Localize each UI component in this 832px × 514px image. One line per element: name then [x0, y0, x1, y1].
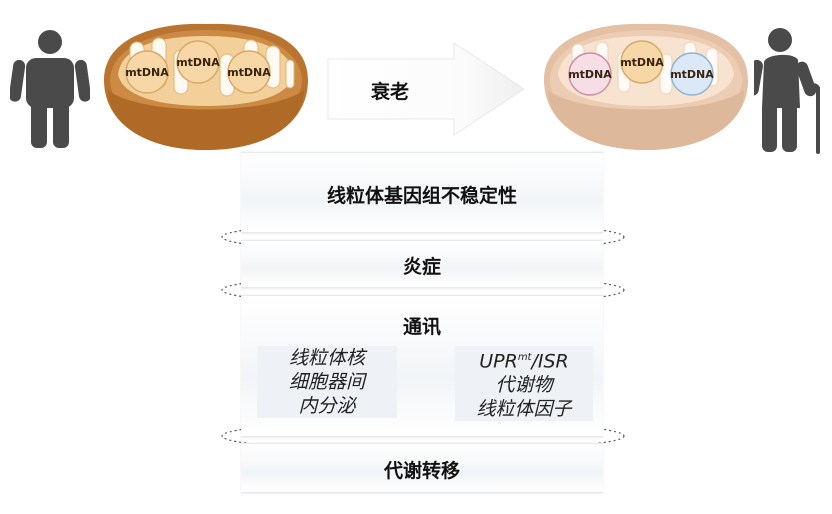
- communication-right-item: 代谢物: [495, 374, 553, 397]
- communication-right-list: UPRmt/ISR 代谢物 线粒体因子: [455, 346, 593, 422]
- communication-right-item: 线粒体因子: [476, 398, 572, 421]
- communication-left-item: 内分泌: [298, 395, 356, 417]
- communication-left-item: 线粒体核: [288, 347, 365, 369]
- elderly-person-icon: [754, 28, 820, 154]
- panel-mitochondrial-genome-instability: 线粒体基因组不稳定性: [241, 152, 603, 233]
- panel-title-metabolic: 代谢转移: [383, 460, 460, 482]
- young-person-icon: [10, 30, 90, 148]
- aged-mtdna-label-2: mtDNA: [620, 56, 664, 69]
- panel-title-communication: 通讯: [402, 316, 441, 338]
- panel-metabolic-shift: 代谢转移: [241, 443, 603, 493]
- panel-connectors: [221, 221, 625, 452]
- panel-title-inflammation: 炎症: [402, 256, 441, 278]
- aging-label: 衰老: [370, 81, 409, 103]
- aging-arrow: [327, 42, 525, 136]
- young-mtdna-label-3: mtDNA: [227, 66, 271, 79]
- communication-left-item: 细胞器间: [288, 371, 365, 393]
- panel-communication: 通讯 线粒体核 细胞器间 内分泌 UPRmt/ISR 代谢物 线粒体因子: [241, 295, 603, 437]
- panel-title-instability: 线粒体基因组不稳定性: [326, 185, 517, 207]
- aged-mtdna-label-1: mtDNA: [568, 68, 612, 81]
- aged-mtdna-label-3: mtDNA: [670, 68, 714, 81]
- panel-inflammation: 炎症: [241, 240, 603, 288]
- young-mtdna-label-1: mtDNA: [125, 66, 169, 79]
- young-mtdna-circles: mtDNA mtDNA mtDNA: [125, 40, 271, 94]
- communication-left-list: 线粒体核 细胞器间 内分泌: [257, 346, 397, 418]
- aged-mtdna-circles: mtDNA mtDNA mtDNA: [568, 40, 714, 96]
- young-mtdna-label-2: mtDNA: [176, 56, 220, 69]
- communication-right-upr: UPRmt/ISR: [479, 350, 569, 373]
